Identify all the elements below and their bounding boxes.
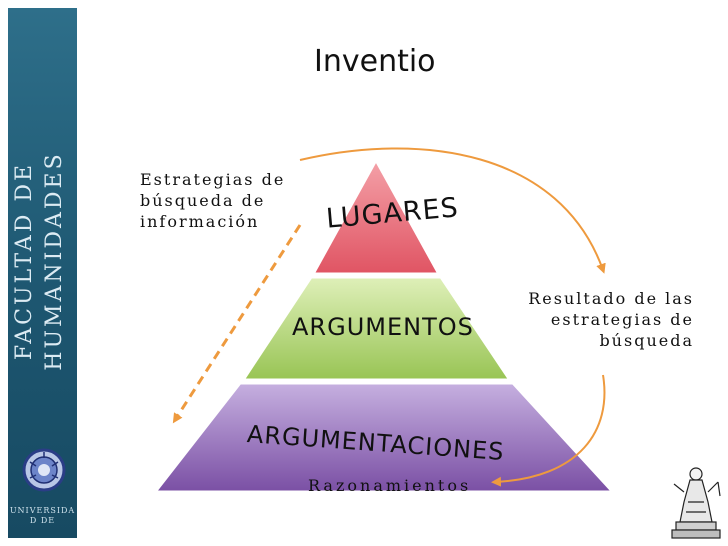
pyramid-level-bottom (151, 381, 617, 494)
search-strategies-line-1: Estrategias de (140, 170, 286, 189)
reasoning-label: Razonamientos (308, 476, 472, 495)
university-name: UNIVERSIDA D DE (8, 506, 77, 526)
results-line-2: estrategias de (550, 310, 694, 329)
slide-title: Inventio (314, 44, 436, 79)
reasoning-arrow (491, 374, 606, 487)
results-arrow (299, 147, 606, 274)
statue-icon (671, 467, 721, 539)
level-label-argumentos: ARGUMENTOS (292, 313, 474, 341)
university-seal-icon (22, 448, 66, 492)
search-strategies-arrow (172, 224, 302, 424)
search-strategies-line-3: información (140, 212, 260, 231)
university-line-1: UNIVERSIDA (9, 506, 76, 515)
pyramid-level-middle (240, 275, 513, 382)
results-line-1: Resultado de las (528, 289, 694, 308)
pyramid-level-top (310, 156, 442, 276)
search-strategies-line-2: búsqueda de (140, 191, 266, 210)
university-line-2: D DE (29, 516, 56, 525)
search-strategies-label: Estrategias de búsqueda de información (140, 169, 285, 232)
results-label: Resultado de las estrategias de búsqueda (514, 288, 694, 351)
results-line-3: búsqueda (599, 331, 694, 350)
